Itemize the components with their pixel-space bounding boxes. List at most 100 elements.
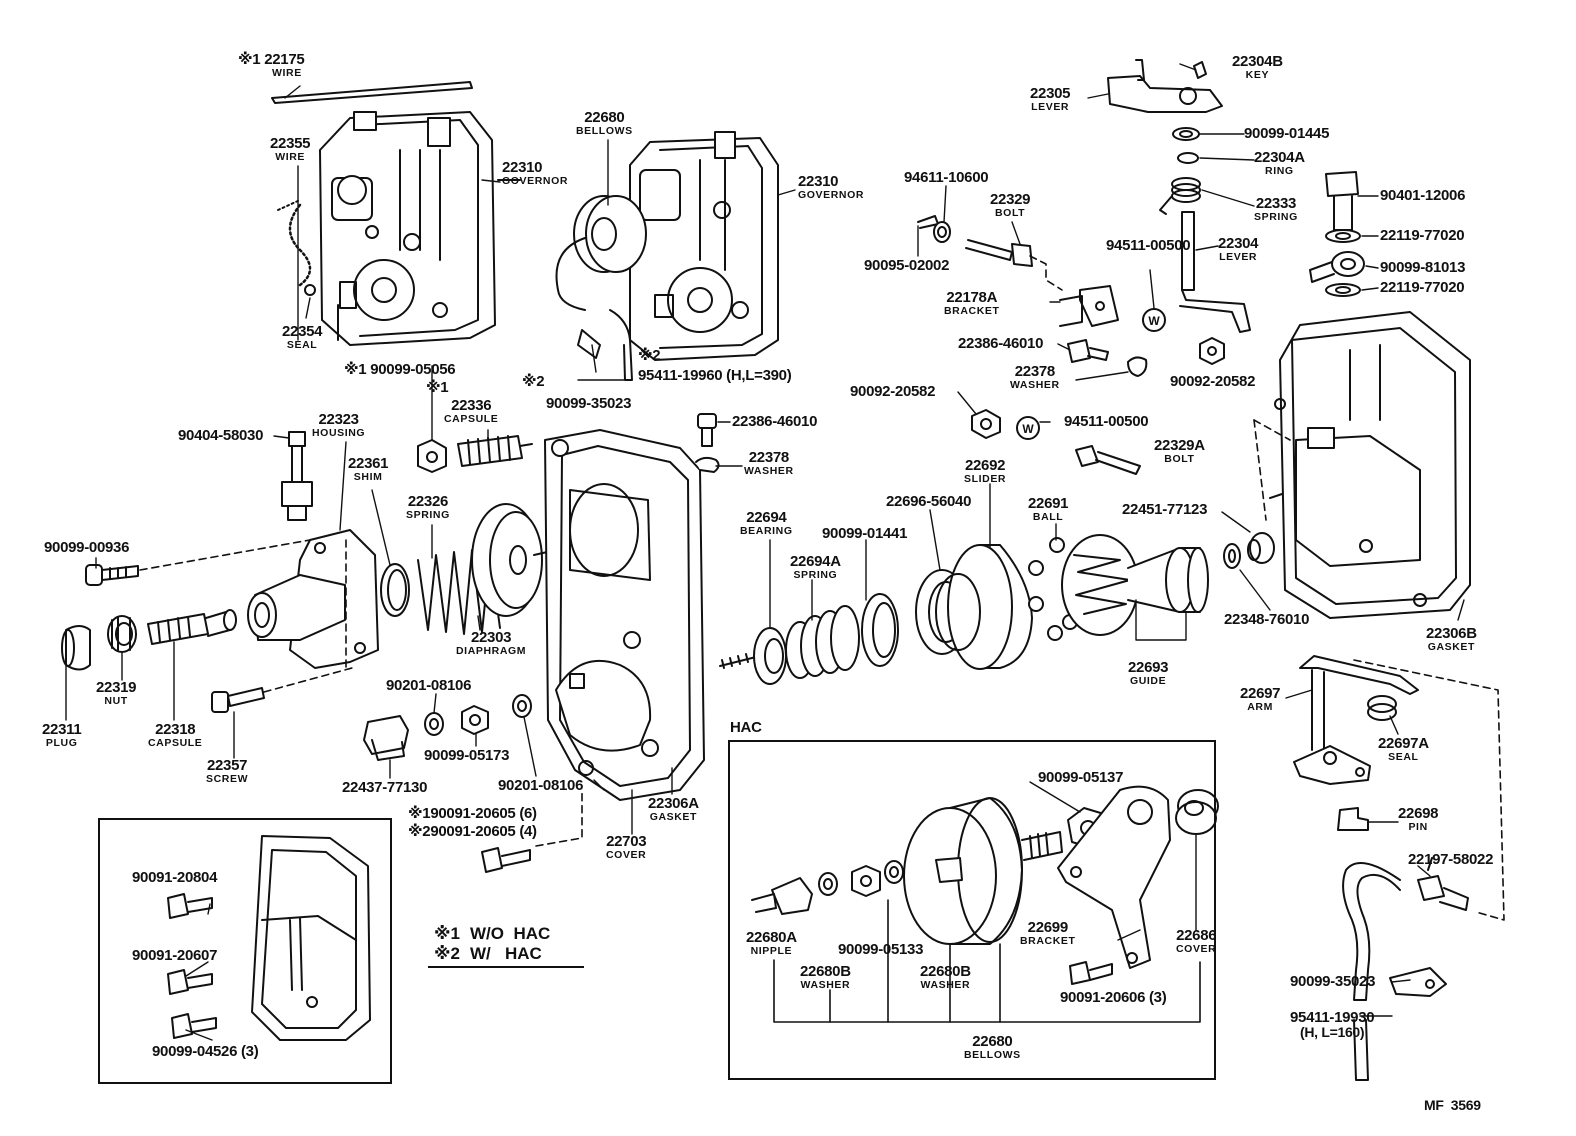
hac-title: HAC <box>730 719 762 736</box>
part-number: 22336 <box>451 397 492 414</box>
label-washer-22680B-b: 22680B WASHER <box>920 964 971 991</box>
part-number: 94611-10600 <box>904 169 989 186</box>
part-number: 22119-77020 <box>1380 279 1465 296</box>
legend-text-1: W/O HAC <box>470 924 551 943</box>
label-washer-22680B-a: 22680B WASHER <box>800 964 851 991</box>
legend-text-2: W/ HAC <box>470 943 542 963</box>
part-name: ARM <box>1247 701 1273 713</box>
housing-22323-drawing <box>247 529 379 669</box>
part-name: SPRING <box>1254 211 1298 223</box>
part-number: 22361 <box>348 455 389 472</box>
part-number: 90404-58030 <box>178 427 264 444</box>
washer-22378-b-drawing <box>1127 356 1148 377</box>
part-number: 22348-76010 <box>1224 611 1310 628</box>
part-name: KEY <box>1245 69 1270 81</box>
washer-22119-77020-a-drawing <box>1325 229 1361 243</box>
label-bracket-22699: 22699 BRACKET <box>1020 920 1076 947</box>
note-mark: ※1 <box>238 51 261 68</box>
label-shim-22361: 22361 SHIM <box>348 455 389 483</box>
label-capsule-22318: 22318 CAPSULE <box>148 722 202 749</box>
label-22386-46010-a: 22386-46010 <box>732 414 817 429</box>
label-22348-76010: 22348-76010 <box>1224 612 1309 627</box>
bellows-22680-top-drawing <box>555 195 647 381</box>
label-22451-77123: 22451-77123 <box>1122 502 1207 517</box>
part-number: 90099-05056 <box>370 361 456 378</box>
part-name: SPRING <box>793 569 838 581</box>
svg-text:W: W <box>1022 422 1034 436</box>
part-number: 90092-20582 <box>850 383 936 400</box>
part-name: WIRE <box>275 151 306 163</box>
screw-22357-drawing <box>211 687 265 713</box>
label-90091-20606: 90091-20606 (3) <box>1060 989 1167 1006</box>
label-washer-22378-a: 22378 WASHER <box>744 450 794 477</box>
part-number: 22303 <box>470 629 512 646</box>
label-lever-22304: 22304 LEVER <box>1218 235 1259 263</box>
label-95411-19960-text: 95411-19960 (H,L=390) <box>638 368 792 383</box>
part-number: 22306A <box>648 795 699 812</box>
label-22119-77020-b: 22119-77020 <box>1380 279 1465 296</box>
bracket-22178A-drawing <box>1059 285 1119 327</box>
label-governor-mid: 22310 GOVERNOR <box>798 174 864 201</box>
label-90099-05056: ※1 90099-05056 <box>344 361 456 378</box>
part-number: 22310 <box>502 159 543 176</box>
part-name: COVER <box>606 849 647 861</box>
label-inset-90099-04526: 90099-04526 (3) <box>152 1044 259 1059</box>
part-number: 22304 <box>1218 235 1259 252</box>
washer-22378-a-drawing <box>695 456 720 473</box>
clip-90095-02002-drawing <box>917 215 939 229</box>
part-number: 90091-20804 <box>132 869 218 886</box>
part-number: 22699 <box>1027 919 1069 936</box>
label-90099-05137: 90099-05137 <box>1038 770 1123 785</box>
part-number: 90099-35023 <box>1290 973 1376 990</box>
part-name: DIAPHRAGM <box>456 645 527 657</box>
hac-washer-22680B-a-drawing <box>818 872 838 896</box>
slider-22692-drawing <box>935 544 1033 670</box>
label-housing-22323: 22323 HOUSING <box>312 412 365 439</box>
part-number: 22386-46010 <box>958 335 1044 352</box>
note-mark: ※1 <box>408 805 431 822</box>
label-22696-56040: 22696-56040 <box>886 494 971 509</box>
part-number: 94511-00500 <box>1064 413 1149 430</box>
spring-22694A-drawing <box>785 605 860 679</box>
label-gasket-22306B: 22306B GASKET <box>1426 626 1477 653</box>
ball-22691-drawing <box>1028 537 1078 641</box>
part-name: BELLOWS <box>964 1049 1021 1061</box>
part-number: 94511-00500 <box>1106 237 1191 254</box>
part-number: 22310 <box>798 173 839 190</box>
label-22119-77020-a: 22119-77020 <box>1380 227 1465 244</box>
label-90404-58030: 90404-58030 <box>178 428 263 443</box>
label-ring-22304A: 22304A RING <box>1254 150 1305 177</box>
inset-bolt-2-drawing <box>167 969 213 995</box>
hose-95411-19930-drawing <box>1342 862 1447 1081</box>
part-number: 22680 <box>584 109 625 126</box>
leader-lines <box>65 63 1465 1041</box>
label-cover-22686: 22686 COVER <box>1176 928 1217 955</box>
part-number: 90091-20606 (3) <box>1060 989 1167 1006</box>
part-name: GASKET <box>649 811 698 823</box>
part-number: 22304B <box>1232 53 1283 70</box>
bolt-22386-46010-b-drawing <box>1067 339 1109 363</box>
governor-mid-drawing <box>629 131 779 361</box>
wire-22175-drawing <box>271 81 473 104</box>
inset-box <box>98 818 392 1084</box>
label-90099-81013: 90099-81013 <box>1380 260 1465 275</box>
bolt-22386-46010-a-drawing <box>697 413 717 447</box>
label-wire-22355: 22355 WIRE <box>270 135 311 163</box>
label-cover-22703: 22703 COVER <box>606 834 647 861</box>
part-number: 22354 <box>282 323 323 340</box>
label-bearing-22694: 22694 BEARING <box>740 510 793 537</box>
connector-22197-58022-drawing <box>1417 857 1469 911</box>
part-number: 22437-77130 <box>342 779 428 796</box>
hac-group-box <box>728 740 1216 1080</box>
part-name: WASHER <box>800 979 851 991</box>
nut-90099-05173-drawing <box>461 705 489 735</box>
part-number: 22694 <box>746 509 787 526</box>
hac-bracket-lines <box>773 899 1201 1023</box>
legend-mark-2: ※2 <box>434 943 460 963</box>
part-number: 22451-77123 <box>1122 501 1208 518</box>
part-name: BALL <box>1032 511 1064 523</box>
part-number: 22355 <box>270 135 311 152</box>
part-number: 22119-77020 <box>1380 227 1465 244</box>
label-22197-58022: 22197-58022 <box>1408 852 1493 867</box>
label-key-22304B: 22304B KEY <box>1232 54 1283 81</box>
